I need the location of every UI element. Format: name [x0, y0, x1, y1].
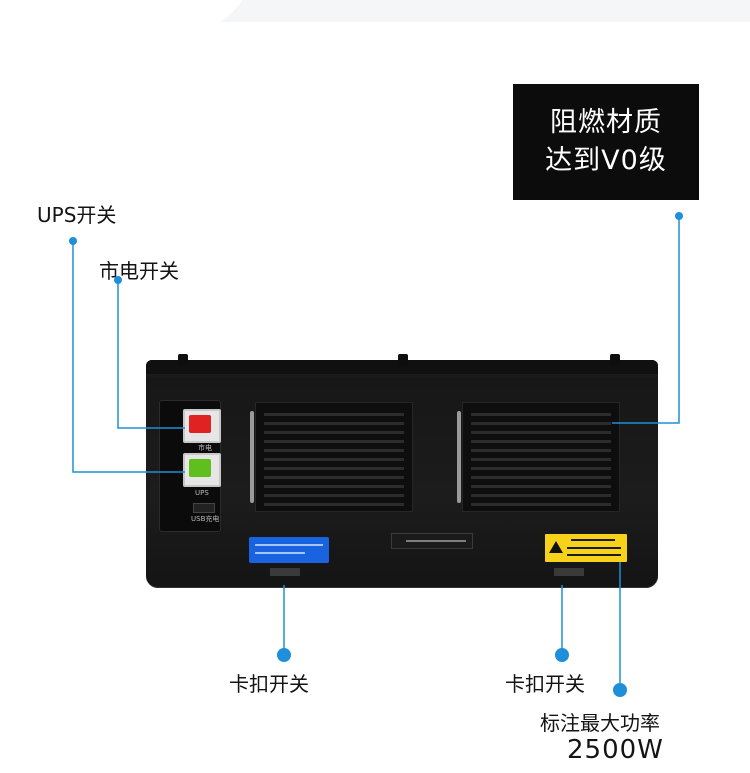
vent-slot: [264, 449, 404, 452]
vent-slot: [471, 422, 611, 425]
vent-slot: [264, 467, 404, 470]
switch-panel: 市电 UPS USB充电: [159, 400, 221, 532]
clip-right[interactable]: [554, 568, 584, 576]
callout-line-1: 阻燃材质: [550, 107, 662, 138]
vent-edge: [457, 411, 461, 503]
warn-line: [571, 539, 615, 541]
warn-line: [567, 547, 621, 549]
dot-mains: [114, 276, 122, 284]
warn-line: [567, 554, 621, 556]
mains-caption: 市电: [198, 444, 212, 452]
red-rocker: [189, 415, 211, 433]
power-note-label: 标注最大功率: [540, 711, 660, 735]
vent-slot: [264, 440, 404, 443]
vent-slot: [471, 467, 611, 470]
vent-slot: [264, 503, 404, 506]
blue-brand-label: [249, 537, 329, 563]
clip-switch-left-label: 卡扣开关: [229, 672, 309, 696]
vent-slot: [264, 476, 404, 479]
vent-slot: [264, 458, 404, 461]
vent-slot: [264, 431, 404, 434]
green-rocker: [189, 459, 211, 477]
vent-slot: [471, 449, 611, 452]
leader-mains: [117, 280, 185, 429]
flame-retardant-callout: 阻燃材质 达到V0级: [513, 84, 699, 200]
dot-ups: [69, 237, 77, 245]
vent-slot: [471, 458, 611, 461]
vent-slot: [264, 413, 404, 416]
vent-slot: [264, 485, 404, 488]
top-curve: [0, 0, 250, 30]
label-line: [255, 544, 323, 546]
label-line: [255, 552, 305, 554]
vent-slot: [471, 503, 611, 506]
power-value-label: 2500W: [567, 735, 664, 765]
logo-line: [406, 540, 466, 542]
clip-switch-right-label: 卡扣开关: [505, 672, 585, 696]
pdu-device: 市电 UPS USB充电: [146, 354, 658, 588]
leader-ups: [72, 241, 185, 473]
warning-triangle-icon: [549, 541, 563, 553]
device-top-rim: [146, 360, 658, 374]
dot-clip-left: [277, 648, 291, 662]
usb-port[interactable]: [193, 503, 215, 513]
callout-line-2: 达到V0级: [545, 145, 667, 176]
mains-switch-label: 市电开关: [99, 259, 179, 283]
vent-slot: [264, 422, 404, 425]
center-logo-plate: [391, 533, 473, 549]
dot-clip-right: [555, 648, 569, 662]
max-power-warning-label: [545, 534, 627, 562]
clip-left[interactable]: [270, 568, 300, 576]
usb-caption: USB充电: [191, 515, 220, 523]
dot-power: [613, 683, 627, 697]
vent-slot: [471, 476, 611, 479]
vent-slot: [471, 413, 611, 416]
device-tab: [610, 354, 620, 366]
dot-flame: [675, 212, 683, 220]
ups-switch-label: UPS开关: [37, 203, 117, 227]
leader-flame: [612, 216, 680, 424]
vent-right: [457, 402, 620, 512]
vent-slot: [471, 494, 611, 497]
vent-edge: [250, 411, 254, 503]
vent-slot: [471, 440, 611, 443]
vent-slot: [471, 485, 611, 488]
device-tab: [398, 354, 408, 366]
ups-caption: UPS: [195, 489, 209, 497]
vent-slot: [264, 494, 404, 497]
ups-rocker-switch[interactable]: [183, 453, 221, 487]
vent-slot: [471, 431, 611, 434]
vent-left: [250, 402, 413, 512]
device-tab: [178, 354, 188, 366]
mains-rocker-switch[interactable]: [183, 409, 221, 443]
